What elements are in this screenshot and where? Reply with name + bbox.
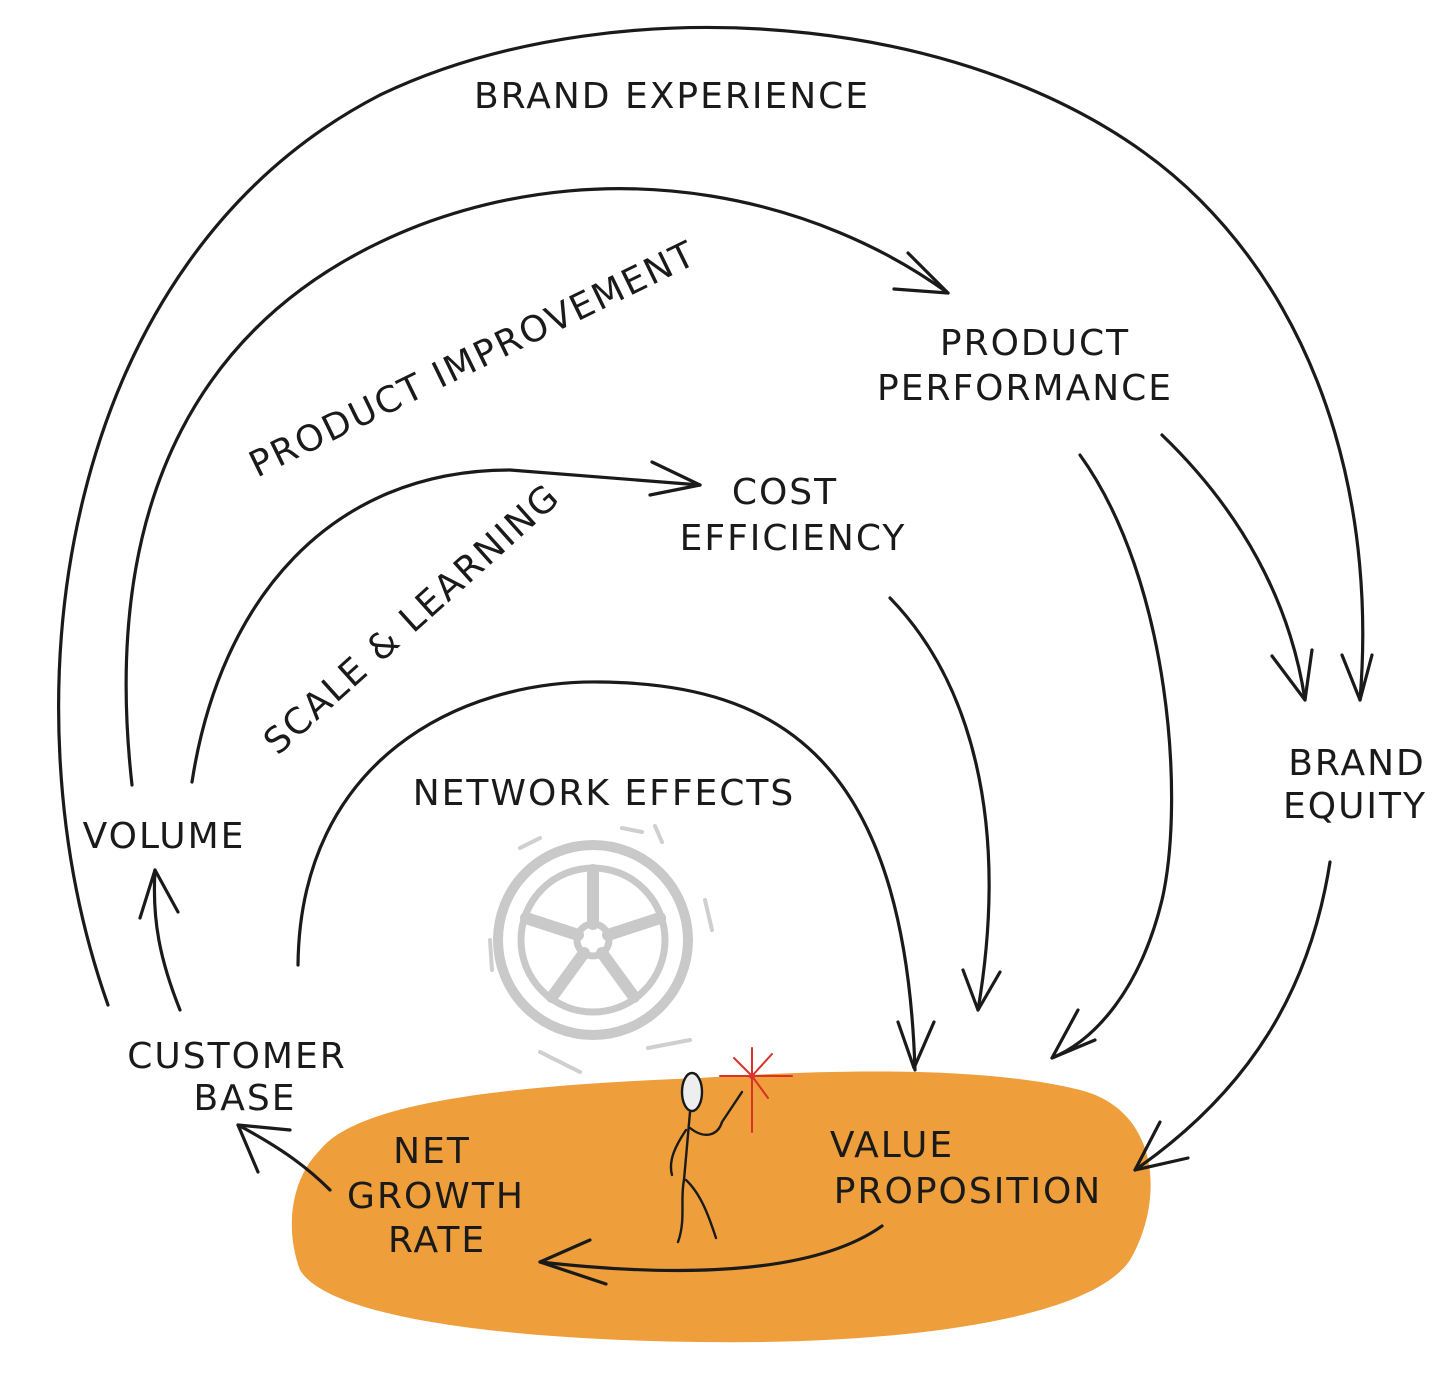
customer-base-label-line1: CUSTOMER — [127, 1036, 346, 1077]
cost-efficiency-arrow — [888, 596, 1002, 1012]
net-growth-rate-label-line3: RATE — [388, 1220, 486, 1261]
brand-experience-label: BRAND EXPERIENCE — [474, 76, 870, 117]
net-growth-rate-label-line1: NET — [393, 1131, 471, 1172]
spark-icon — [719, 1047, 793, 1133]
network-effects-arrow — [296, 680, 936, 1072]
product-performance-label-line2: PERFORMANCE — [877, 368, 1173, 409]
brand-equity-arrow — [1133, 860, 1332, 1172]
value-proposition-label-line2: PROPOSITION — [834, 1171, 1102, 1212]
product-improvement-label: PRODUCT IMPROVEMENT — [243, 233, 703, 485]
product-performance-label-line1: PRODUCT — [940, 323, 1130, 364]
cost-efficiency-label-line1: COST — [732, 472, 838, 513]
performance-to-equity-arrow — [1160, 433, 1314, 702]
scale-learning-label: SCALE & LEARNING — [256, 476, 568, 763]
brand-equity-label-line2: EQUITY — [1283, 786, 1427, 827]
value-proposition-label-line1: VALUE — [830, 1125, 954, 1166]
net-growth-rate-label-line2: GROWTH — [347, 1176, 525, 1217]
stick-figure-icon — [669, 1071, 744, 1244]
volume-label: VOLUME — [83, 816, 246, 857]
scale-learning-arrow — [190, 460, 702, 784]
customer-base-label-line2: BASE — [194, 1078, 297, 1119]
cost-efficiency-label-line2: EFFICIENCY — [680, 518, 907, 559]
value-proposition-blob — [291, 1071, 1151, 1343]
brand-experience-arrow — [57, 25, 1374, 1007]
flywheel-icon — [488, 824, 714, 1074]
product-improvement-arrow — [124, 187, 950, 787]
net-growth-to-customer-base-arrow — [236, 1123, 332, 1192]
brand-equity-label-line1: BRAND — [1288, 743, 1426, 784]
customer-base-to-volume-arrow — [138, 868, 182, 1012]
value-prop-to-net-growth-arrow — [538, 1224, 884, 1286]
network-effects-label: NETWORK EFFECTS — [413, 773, 796, 814]
product-performance-arrow — [1050, 453, 1174, 1060]
